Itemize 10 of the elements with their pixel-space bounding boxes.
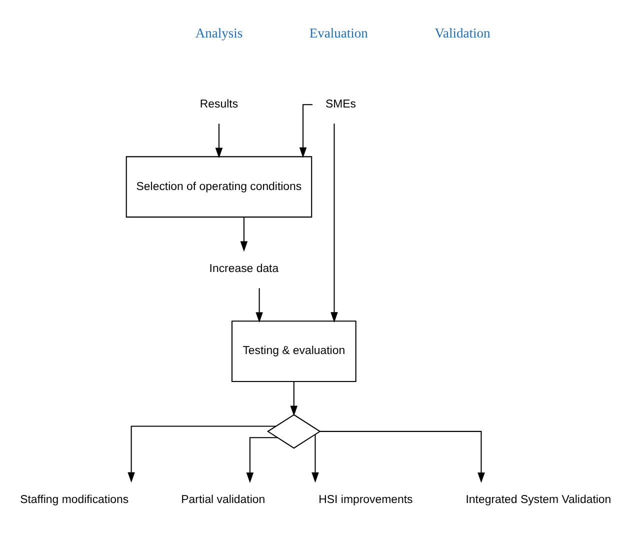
node-text: Integrated System Validation — [466, 494, 612, 506]
label: Validation — [434, 24, 490, 40]
node-text: Results — [200, 98, 238, 110]
node-text: HSI improvements — [318, 494, 413, 506]
node-text: Partial validation — [181, 494, 266, 506]
label: Analysis — [195, 24, 243, 40]
node-text: Staffing modifications — [20, 494, 129, 506]
node-text: SMEs — [325, 98, 356, 110]
label: Evaluation — [309, 24, 368, 40]
node-text: Increase data — [209, 262, 279, 274]
